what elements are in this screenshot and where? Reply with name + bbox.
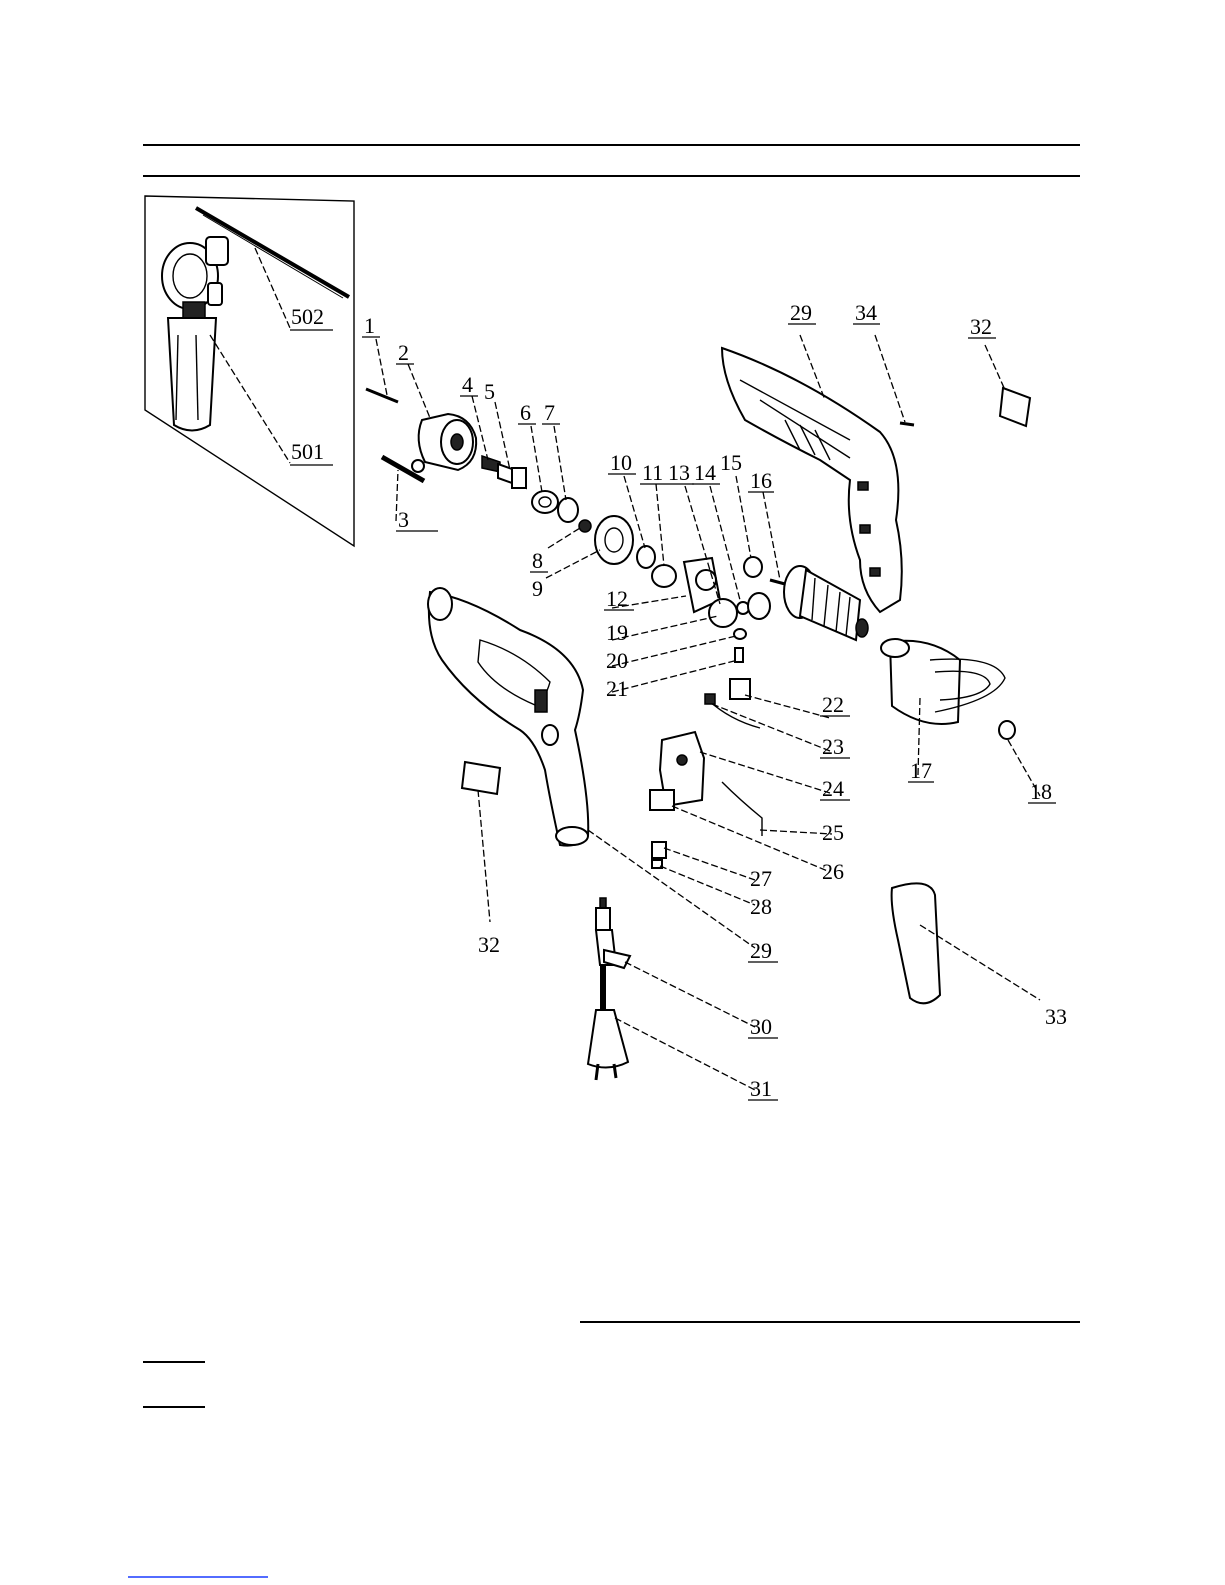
part-label-30: 30	[750, 1014, 772, 1039]
part-31-plug	[588, 1010, 628, 1068]
part-9-gear	[595, 516, 633, 564]
part-label-10: 10	[610, 450, 632, 475]
part-8-nut	[579, 520, 591, 532]
part-label-17: 17	[910, 758, 932, 783]
part-6-washer	[532, 491, 558, 513]
part-23-wire	[708, 700, 760, 728]
part-label-26: 26	[822, 859, 844, 884]
part-label-14: 14	[694, 460, 716, 485]
part-label-32-right: 32	[970, 314, 992, 339]
part-label-6: 6	[520, 400, 531, 425]
part-label-19: 19	[606, 620, 628, 645]
part-label-9: 9	[532, 576, 543, 601]
part-17-stator	[881, 639, 1005, 724]
part-label-3: 3	[398, 507, 409, 532]
part-25-wire	[722, 782, 762, 836]
part-label-502: 502	[291, 304, 324, 329]
part-label-16: 16	[750, 468, 772, 493]
part-19-disc	[709, 599, 737, 627]
part-1-screw	[366, 389, 398, 402]
gearbox-internals	[637, 546, 770, 662]
part-label-32-left: 32	[478, 932, 500, 957]
part-label-20: 20	[606, 648, 628, 673]
part-4-5-spindle	[482, 456, 526, 488]
part-27-clamp	[652, 842, 666, 858]
part-label-24: 24	[822, 776, 844, 801]
inset-panel: 502 501	[145, 196, 354, 546]
housing-half-bottom	[428, 588, 588, 846]
part-label-29-top: 29	[790, 300, 812, 325]
part-label-21: 21	[606, 676, 628, 701]
part-14-bearing	[748, 593, 770, 619]
part-label-27: 27	[750, 866, 772, 891]
part-33-handle-cover	[892, 883, 940, 1003]
part-label-4: 4	[462, 372, 473, 397]
part-label-34: 34	[855, 300, 877, 325]
part-label-501: 501	[291, 439, 324, 464]
part-26-capacitor	[650, 790, 674, 810]
part-label-29-bottom: 29	[750, 938, 772, 963]
part-label-2: 2	[398, 340, 409, 365]
part-label-13: 13	[668, 460, 690, 485]
part-15-bearing	[744, 557, 762, 577]
part-label-25: 25	[822, 820, 844, 845]
part-10-bearing	[637, 546, 655, 568]
part-label-11: 11	[642, 460, 663, 485]
part-18-bushing	[999, 721, 1015, 739]
part-20-clip	[734, 629, 746, 639]
part-34-screw	[900, 423, 914, 425]
part-7-bearing	[558, 498, 578, 522]
chuck-assembly	[366, 389, 633, 564]
part-label-33: 33	[1045, 1004, 1067, 1029]
part-32-label-right	[1000, 388, 1030, 426]
part-label-1: 1	[364, 313, 375, 338]
part-label-31: 31	[750, 1076, 772, 1101]
side-handle-drawing	[162, 237, 228, 431]
part-label-15: 15	[720, 450, 742, 475]
part-label-8: 8	[532, 548, 543, 573]
part-label-22: 22	[822, 692, 844, 717]
part-label-18: 18	[1030, 779, 1052, 804]
part-label-12: 12	[606, 586, 628, 611]
part-21-spring	[735, 648, 743, 662]
part-label-23: 23	[822, 734, 844, 759]
part-label-28: 28	[750, 894, 772, 919]
part-16-armature	[770, 566, 868, 640]
part-label-7: 7	[544, 400, 555, 425]
part-11-pinion	[652, 565, 676, 587]
part-label-5: 5	[484, 379, 495, 404]
cord-assembly	[588, 898, 630, 1080]
part-32-label-left	[462, 762, 500, 794]
switch-components	[650, 679, 762, 868]
